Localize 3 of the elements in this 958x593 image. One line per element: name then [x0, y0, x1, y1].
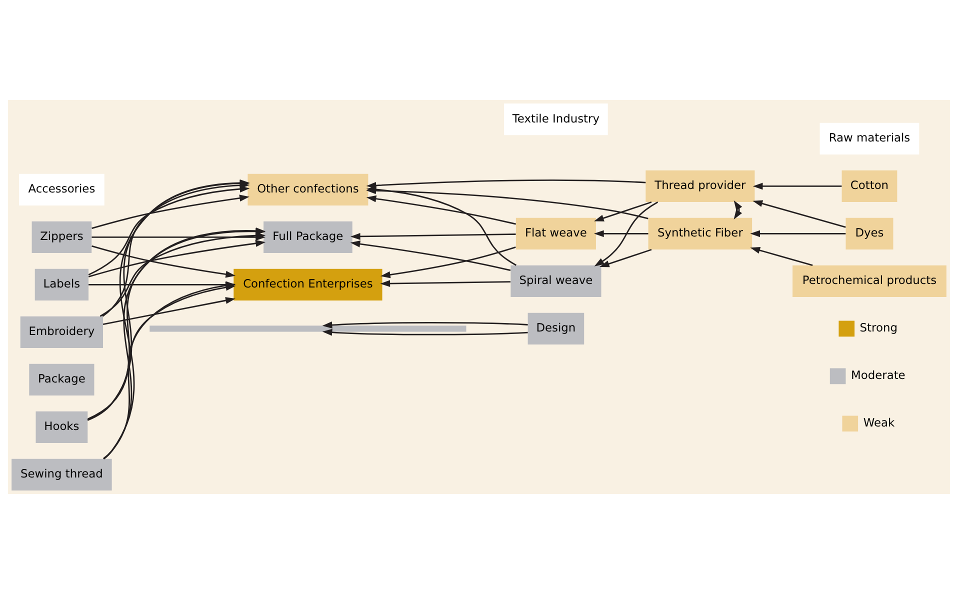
legend-label: Weak — [863, 415, 895, 430]
legend-label: Strong — [860, 320, 898, 334]
legend-label: Moderate — [851, 368, 906, 382]
